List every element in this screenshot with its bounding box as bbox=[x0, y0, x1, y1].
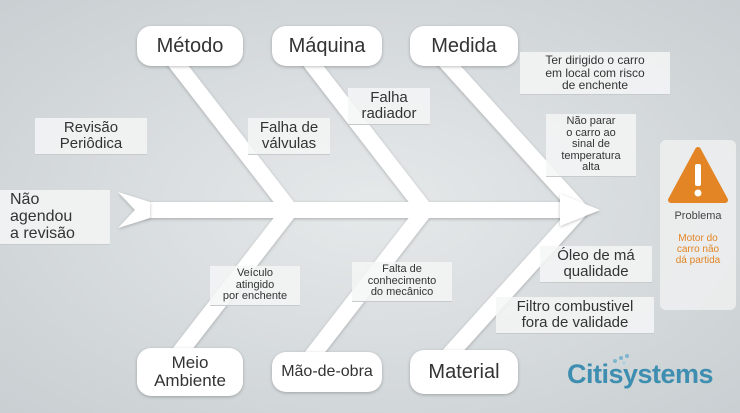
cause-line: temperatura bbox=[561, 149, 621, 162]
category-meio-ambiente: Meio Ambiente bbox=[137, 348, 243, 396]
cause-veiculo-atingido: Veículo atingido por enchente bbox=[210, 266, 300, 306]
cause-line: conhecimento bbox=[367, 274, 437, 287]
problem-line: carro não bbox=[676, 244, 720, 255]
arrow-head bbox=[560, 194, 600, 226]
cause-line: Falha de bbox=[259, 119, 319, 136]
cause-line: do mecânico bbox=[370, 286, 434, 299]
cause-revisao-periodica: Revisão Periôdica bbox=[35, 118, 147, 155]
cause-falha-radiador: Falha radiador bbox=[348, 88, 430, 125]
cause-falta-conhecimento: Falta de conhecimento do mecânico bbox=[352, 262, 452, 302]
cause-falha-valvulas: Falha de válvulas bbox=[248, 118, 330, 155]
category-mao-de-obra-label: Mão-de-obra bbox=[281, 362, 373, 380]
cause-oleo-ma-qualidade: Óleo de má qualidade bbox=[540, 246, 652, 283]
cause-nao-agendou: Não agendou a revisão bbox=[0, 190, 110, 246]
cause-line: em local com risco bbox=[545, 65, 645, 80]
cause-line: Periôdica bbox=[59, 134, 123, 152]
cause-line: Óleo de má bbox=[557, 247, 635, 264]
arrow-tail bbox=[118, 192, 150, 228]
cause-line: Não parar bbox=[566, 115, 616, 127]
cause-line: Falta de bbox=[382, 263, 422, 275]
cause-line: atingido bbox=[235, 278, 275, 291]
problem-description: Motor do carro não dá partida bbox=[660, 233, 736, 266]
problem-title: Problema bbox=[674, 210, 722, 222]
cause-line: o carro ao bbox=[566, 126, 616, 139]
category-material: Material bbox=[410, 350, 518, 394]
cause-line: Filtro combustivel bbox=[516, 298, 634, 315]
cause-line: de enchente bbox=[561, 78, 629, 93]
cause-line: alta bbox=[582, 161, 600, 174]
category-medida: Medida bbox=[410, 26, 518, 66]
cause-nao-parar: Não parar o carro ao sinal de temperatur… bbox=[546, 114, 636, 177]
category-meio-ambiente-label-2: Ambiente bbox=[154, 371, 226, 390]
cause-line: por enchente bbox=[222, 290, 288, 303]
cause-line: qualidade bbox=[563, 262, 629, 280]
brand-dots-icon bbox=[613, 354, 629, 365]
cause-line: sinal de bbox=[572, 138, 610, 151]
cause-line: radiador bbox=[361, 104, 417, 122]
category-maquina-label: Máquina bbox=[288, 34, 366, 57]
category-mao-de-obra: Mão-de-obra bbox=[272, 352, 382, 392]
brand-logo: Citisystems bbox=[567, 359, 714, 389]
cause-line: válvulas bbox=[261, 134, 317, 152]
category-maquina: Máquina bbox=[272, 26, 382, 66]
cause-line: fora de validade bbox=[521, 313, 629, 331]
category-meio-ambiente-label-1: Meio bbox=[171, 353, 209, 373]
cause-line: Revisão bbox=[63, 119, 119, 136]
category-material-label: Material bbox=[428, 360, 500, 383]
cause-filtro-combustivel: Filtro combustivel fora de validade bbox=[496, 297, 654, 334]
cause-line: Veículo bbox=[236, 267, 274, 279]
cause-line: a revisão bbox=[10, 224, 75, 242]
problem-line: Motor do bbox=[678, 233, 718, 244]
warning-icon bbox=[668, 147, 728, 203]
cause-line: Não bbox=[10, 191, 40, 208]
cause-ter-dirigido: Ter dirigido o carro em local com risco … bbox=[520, 52, 670, 95]
cause-line: Falha bbox=[370, 89, 408, 106]
cause-line: agendou bbox=[10, 207, 73, 225]
problem-line: dá partida bbox=[675, 255, 721, 266]
category-metodo-label: Método bbox=[156, 34, 224, 57]
category-metodo: Método bbox=[137, 26, 243, 66]
category-medida-label: Medida bbox=[431, 34, 497, 57]
cause-line: Ter dirigido o carro bbox=[545, 53, 645, 67]
